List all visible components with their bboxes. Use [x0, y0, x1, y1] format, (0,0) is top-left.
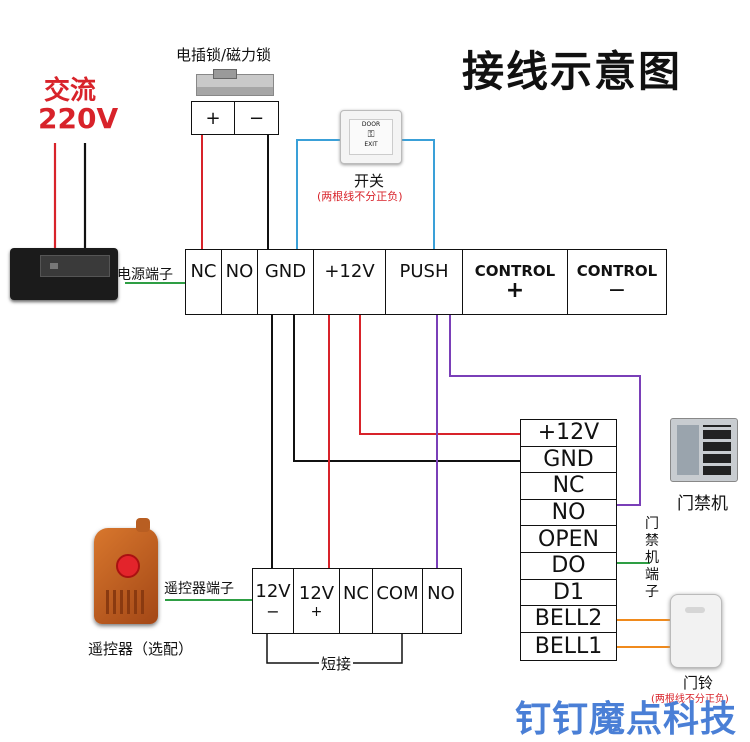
access-terminal-open: OPEN	[521, 526, 616, 553]
power-terminal-nc-label: NC	[190, 260, 217, 282]
power-terminal-12v-label: +12V	[324, 260, 375, 282]
remote-terminal-12v-plus-label: 12V	[298, 582, 335, 604]
switch-label: 开关	[354, 172, 385, 190]
remote-terminal-12v-minus: 12V −	[253, 569, 294, 633]
switch-wire-push	[398, 139, 435, 250]
remote-terminal-nc: NC	[340, 569, 373, 633]
power-terminal-gnd: GND	[258, 250, 314, 314]
lock-terminal-minus: −	[248, 107, 265, 129]
access-terminal-bell1: BELL1	[534, 633, 603, 659]
power-terminal-control-plus-sign: +	[505, 278, 525, 303]
ac-label-text: 交流	[44, 76, 97, 106]
remote-terminal-12v-plus-sign: +	[310, 603, 323, 620]
exit-button-image: DOOR ⚿ EXIT	[340, 110, 402, 164]
access-terminal-no: NO	[521, 500, 616, 527]
power-terminal-control-minus: CONTROL −	[568, 250, 666, 314]
power-terminal-gnd-label: GND	[264, 260, 307, 282]
short-label: 短接	[319, 653, 354, 674]
exit-button-text-door: DOOR	[361, 121, 381, 128]
page-title: 接线示意图	[462, 47, 683, 96]
power-terminal-no: NO	[222, 250, 258, 314]
power-terminal-block: NC NO GND +12V PUSH CONTROL + CONTROL −	[185, 249, 667, 315]
power-terminal-push: PUSH	[386, 250, 463, 314]
power-terminal-12v: +12V	[314, 250, 386, 314]
power-terminal-push-label: PUSH	[399, 260, 449, 282]
power-terminal-nc: NC	[186, 250, 222, 314]
power-terminal-no-label: NO	[225, 260, 254, 282]
gnd-to-access-wire	[293, 314, 521, 462]
access-terminal-d1: D1	[521, 580, 616, 607]
remote-grille	[106, 590, 146, 614]
watermark-text: 钉钉魔点科技	[515, 699, 738, 740]
remote-terminal-com: COM	[373, 569, 423, 633]
remote-antenna	[136, 518, 150, 532]
key-icon: ⚿	[367, 130, 375, 140]
ac-voltage-text: 220V	[38, 102, 119, 135]
power-supply-image	[10, 248, 118, 300]
keypad-reader-area	[677, 425, 699, 475]
lock-stripe	[197, 87, 273, 95]
bell-label: 门铃	[683, 674, 714, 692]
remote-terminal-label: 遥控器端子	[164, 581, 234, 597]
bell-speaker-grille	[685, 607, 705, 613]
power-terminal-control-plus-label: CONTROL	[474, 262, 556, 280]
access-terminal-label-text: 门禁机端子	[645, 516, 659, 600]
access-terminal-gnd: GND	[521, 447, 616, 474]
v12-to-access-wire	[359, 314, 521, 435]
exit-button-face: DOOR ⚿ EXIT	[349, 119, 393, 155]
power-terminal-control-minus-sign: −	[607, 278, 627, 303]
push-to-access-wire	[449, 314, 641, 506]
switch-note: (两根线不分正负)	[317, 190, 403, 203]
access-label: 门禁机	[677, 494, 728, 514]
access-terminal-bell2: BELL2	[521, 606, 616, 633]
remote-control-image	[94, 518, 158, 624]
door-bell-image	[670, 594, 722, 668]
keypad-buttons	[703, 425, 731, 475]
bell-note: (两根线不分正负)	[651, 694, 729, 705]
access-terminal-12v: +12V	[521, 420, 616, 447]
lock-image	[196, 69, 274, 96]
remote-terminal-com-label: COM	[376, 582, 419, 604]
remote-terminal-no: NO	[423, 569, 459, 633]
remote-terminal-12v-plus: 12V +	[294, 569, 340, 633]
access-terminal-label: 门禁机端子	[645, 516, 661, 601]
power-terminal-label: 电源端子	[117, 267, 173, 283]
lock-terminal-block: + −	[191, 101, 279, 135]
remote-red-button	[116, 554, 140, 578]
lock-terminal-plus: +	[192, 102, 235, 134]
power-terminal-control-plus: CONTROL +	[463, 250, 568, 314]
power-supply-indicator	[50, 263, 58, 269]
switch-wire-gnd	[296, 139, 344, 250]
remote-terminal-block: 12V − 12V + NC COM NO	[252, 568, 462, 634]
lock-bolt	[213, 69, 237, 79]
access-terminal-nc: NC	[521, 473, 616, 500]
power-supply-label-plate	[40, 255, 110, 277]
exit-button-text-exit: EXIT	[364, 141, 378, 148]
access-terminal-block: +12V GND NC NO OPEN DO D1 BELL2 BELL1	[520, 419, 617, 661]
access-terminal-do: DO	[521, 553, 616, 580]
remote-terminal-nc-label: NC	[342, 582, 370, 604]
power-terminal-control-minus-label: CONTROL	[576, 262, 658, 280]
remote-terminal-no-label: NO	[427, 582, 455, 604]
remote-terminal-12v-minus-label: 12V	[255, 581, 291, 602]
remote-label: 遥控器（选配）	[88, 640, 194, 658]
access-keypad-image	[670, 418, 738, 482]
remote-terminal-12v-minus-sign: −	[266, 602, 280, 621]
lock-label: 电插锁/磁力锁	[176, 46, 272, 64]
